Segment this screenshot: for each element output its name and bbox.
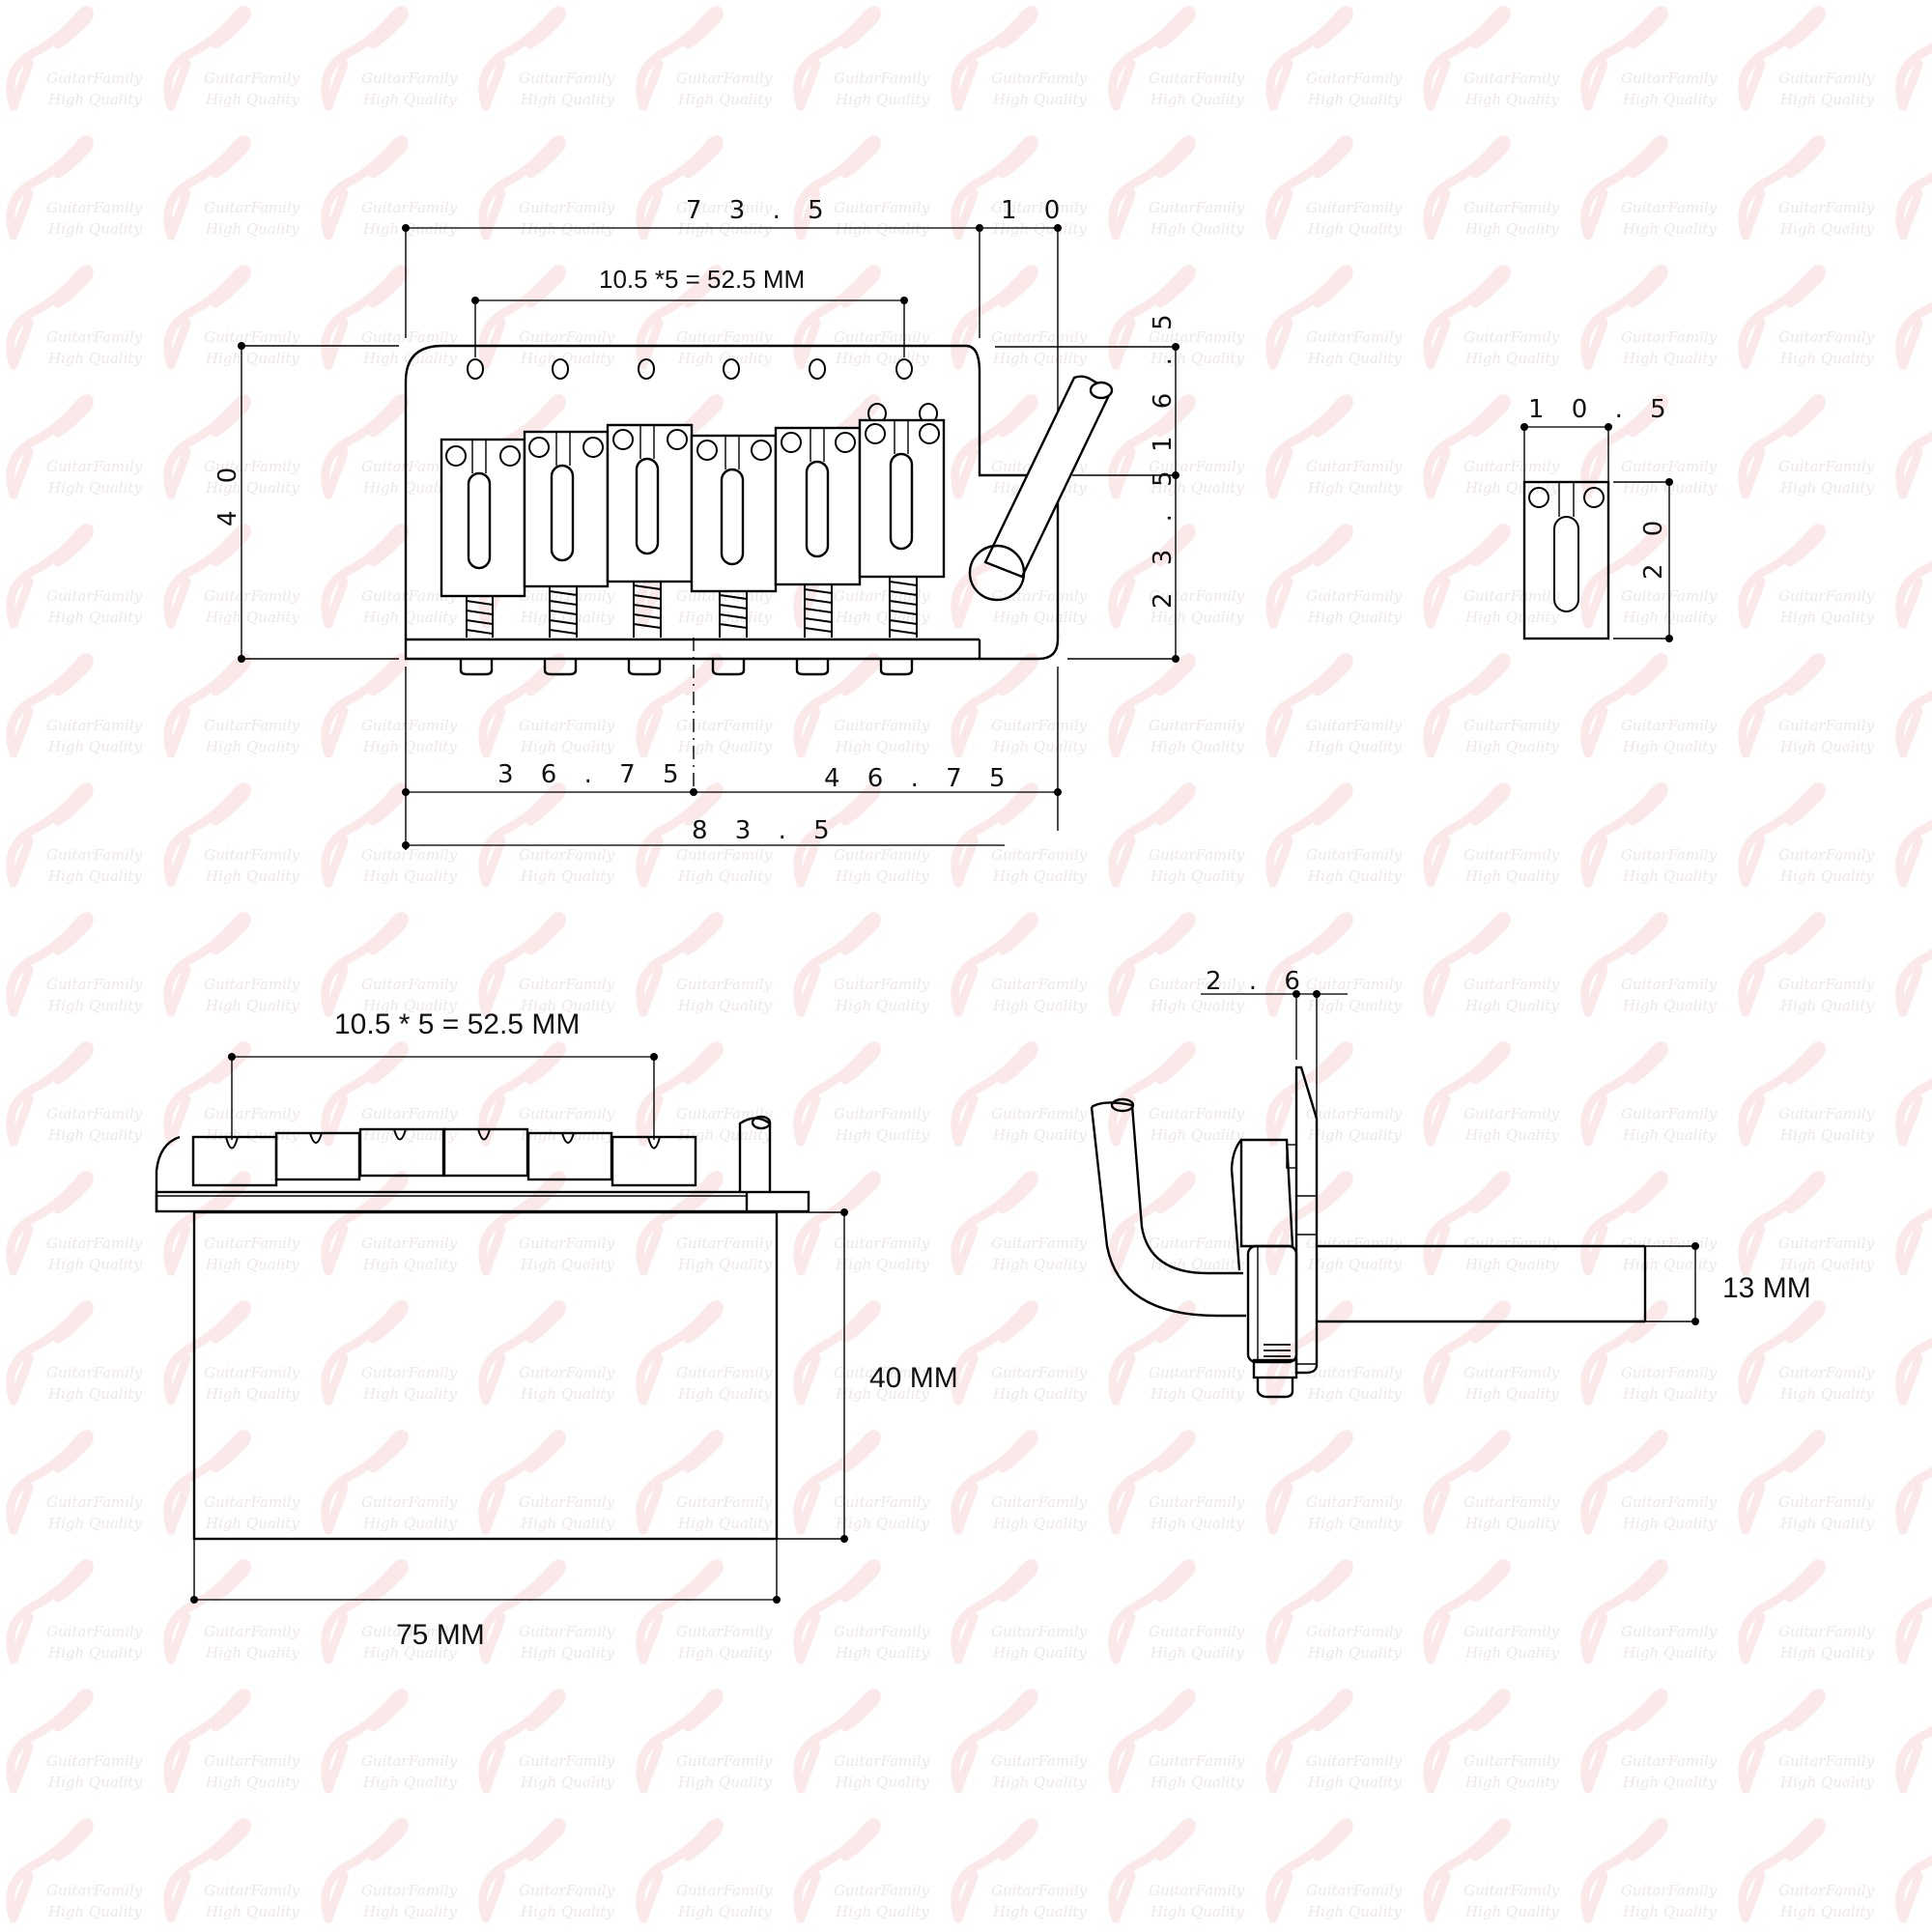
side-view: 10.5 * 5 = 52.5 MM bbox=[155, 1009, 958, 1651]
arm-offset-label: 1 0 bbox=[1001, 196, 1069, 225]
base-plate bbox=[404, 344, 1060, 661]
dim-string-spacing: 10.5 *5 = 52.5 MM bbox=[471, 265, 908, 357]
left-to-center-label: 3 6 . 7 5 bbox=[497, 760, 689, 789]
lower-height-label: 2 3 . 5 bbox=[1149, 461, 1178, 609]
top-view: 7 3 . 5 1 0 10.5 *5 = 52.5 MM 4 0 bbox=[213, 196, 1179, 850]
tremolo-arm-top bbox=[968, 375, 1114, 602]
plate-thickness-label: 2 . 6 bbox=[1206, 967, 1310, 996]
saddles bbox=[440, 403, 946, 638]
side-string-spacing-label: 10.5 * 5 = 52.5 MM bbox=[334, 1009, 580, 1040]
dim-height: 4 0 bbox=[213, 342, 399, 663]
string-spacing-label: 10.5 *5 = 52.5 MM bbox=[599, 265, 805, 294]
dim-right-heights: 1 6 . 5 2 3 . 5 bbox=[995, 304, 1179, 663]
mounting-screw-heads bbox=[459, 659, 914, 676]
saddle-4 bbox=[690, 434, 778, 638]
dim-bottom: 3 6 . 7 5 4 6 . 7 5 8 3 . 5 bbox=[402, 667, 1062, 850]
saddle-5 bbox=[774, 426, 862, 638]
side-saddles bbox=[191, 1127, 697, 1187]
total-length-label: 8 3 . 5 bbox=[692, 816, 839, 845]
upper-height-label: 1 6 . 5 bbox=[1149, 304, 1178, 452]
saddle-2 bbox=[523, 430, 610, 638]
saddle-3 bbox=[606, 423, 694, 638]
block-width-label: 75 MM bbox=[396, 1619, 485, 1651]
saddle-height-label: 2 0 bbox=[1639, 511, 1668, 580]
saddle-1 bbox=[440, 438, 526, 638]
saddle-detail: 1 0 . 5 2 0 bbox=[1520, 395, 1676, 642]
overall-width-label: 7 3 . 5 bbox=[686, 196, 834, 225]
center-to-right-label: 4 6 . 7 5 bbox=[824, 764, 1015, 793]
block-height-label: 40 MM bbox=[869, 1362, 958, 1394]
arm-diameter-label: 13 MM bbox=[1722, 1272, 1811, 1304]
dim-overall-width: 7 3 . 5 bbox=[402, 196, 983, 338]
string-holes bbox=[467, 358, 913, 380]
dim-arm-offset: 1 0 bbox=[980, 196, 1069, 462]
end-view: 2 . 6 13 MM bbox=[1090, 967, 1811, 1399]
saddle-6 bbox=[858, 403, 946, 638]
height-label: 4 0 bbox=[213, 458, 242, 526]
saddle-width-label: 1 0 . 5 bbox=[1528, 395, 1676, 424]
